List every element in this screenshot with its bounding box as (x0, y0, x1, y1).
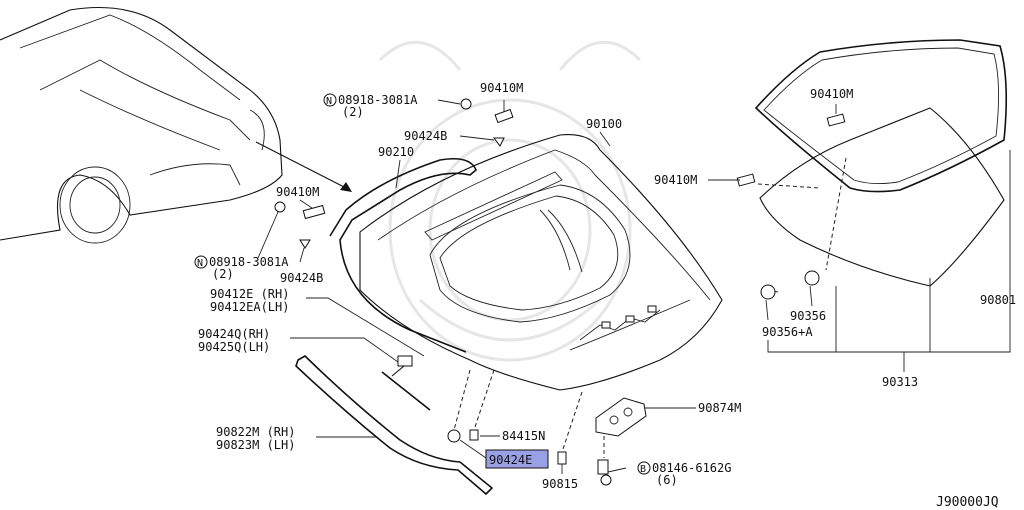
weatherstrip (329, 157, 477, 353)
callout-90424b-mid[interactable]: 90424B (280, 271, 323, 285)
callout-90100[interactable]: 90100 (586, 117, 622, 131)
nut-marker-mid: N (197, 258, 203, 269)
callout-90410m-top[interactable]: 90410M (480, 81, 523, 95)
callout-labels: 08918-3081A (2) 90410M 90424B 90100 9021… (198, 81, 1016, 510)
callout-90410m-left[interactable]: 90410M (654, 173, 697, 187)
callout-08918-mid-qty: (2) (212, 267, 234, 281)
callout-90410m-glass[interactable]: 90410M (810, 87, 853, 101)
callout-08918-top-qty: (2) (342, 105, 364, 119)
side-molding (295, 355, 494, 496)
callout-90823m[interactable]: 90823M (LH) (216, 438, 295, 452)
callout-08146[interactable]: 08146-6162G (652, 461, 731, 475)
arrow-icon (255, 141, 352, 192)
bolt-marker: B (640, 464, 646, 475)
callout-90410m-mid[interactable]: 90410M (276, 185, 319, 199)
callout-90412e[interactable]: 90412E (RH) (210, 287, 289, 301)
leader-lines (257, 99, 1011, 474)
callout-90210[interactable]: 90210 (378, 145, 414, 159)
car-outline (0, 6, 283, 244)
bolt-b-icon: B (637, 461, 651, 475)
callout-08146-qty: (6) (656, 473, 678, 487)
callout-08918-top[interactable]: 08918-3081A (338, 93, 418, 107)
callout-08918-mid[interactable]: 08918-3081A (209, 255, 289, 269)
callout-90424q[interactable]: 90424Q(RH) (198, 327, 270, 341)
callout-90822m[interactable]: 90822M (RH) (216, 425, 295, 439)
callout-90412ea[interactable]: 90412EA(LH) (210, 300, 289, 314)
callout-84415n[interactable]: 84415N (502, 429, 545, 443)
gas-strut (381, 355, 431, 411)
nut-n-icon: N N (194, 93, 337, 269)
callout-90425q[interactable]: 90425Q(LH) (198, 340, 270, 354)
back-door-panel (359, 134, 723, 391)
small-parts (274, 98, 647, 486)
callout-90801[interactable]: 90801 (980, 293, 1016, 307)
nut-marker-top: N (326, 96, 332, 107)
callout-90313[interactable]: 90313 (882, 375, 918, 389)
callout-90874m[interactable]: 90874M (698, 401, 741, 415)
callout-90424e[interactable]: 90424E (489, 453, 532, 467)
callout-90356[interactable]: 90356 (790, 309, 826, 323)
dashed-guides (453, 157, 847, 458)
diagram-code: J90000JQ (936, 495, 999, 510)
highlight-box[interactable] (485, 449, 549, 469)
watermark (378, 40, 642, 362)
callout-90356a[interactable]: 90356+A (762, 325, 813, 339)
callout-90424b-top[interactable]: 90424B (404, 129, 447, 143)
callout-90815[interactable]: 90815 (542, 477, 578, 491)
rear-glass (736, 39, 1008, 300)
